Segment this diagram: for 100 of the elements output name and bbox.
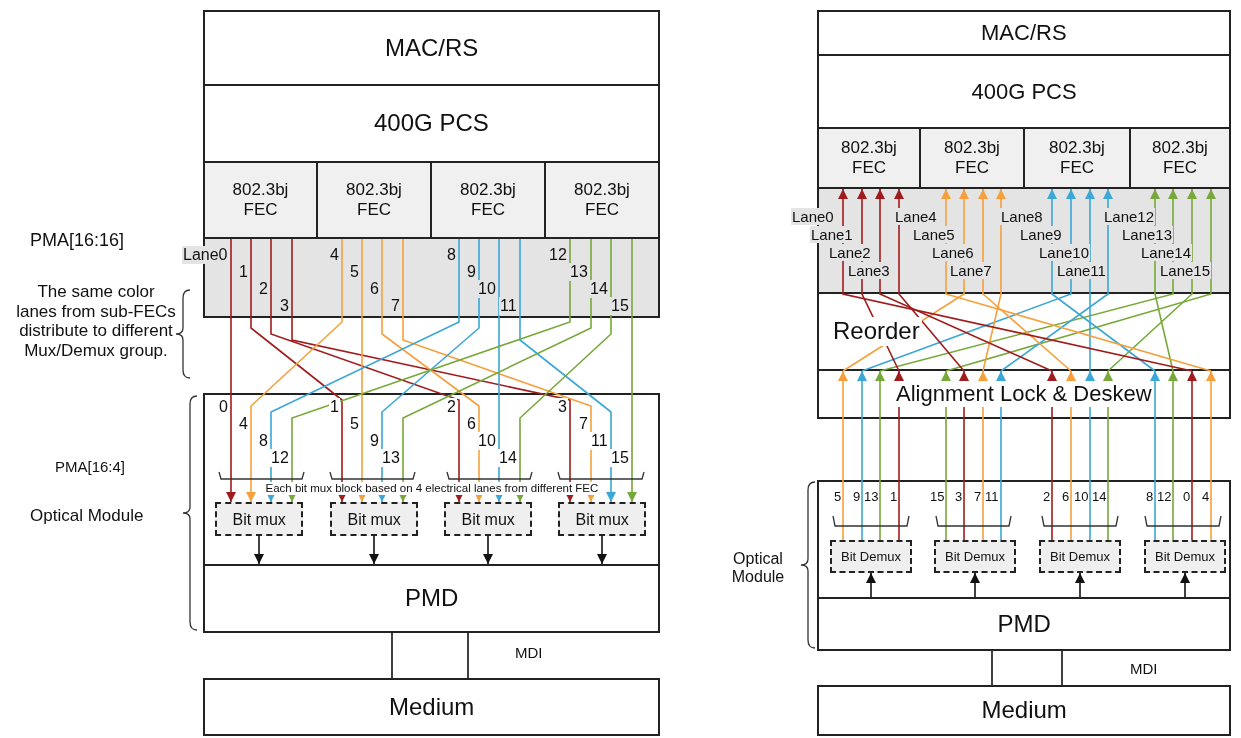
layer-label: PMA[16:16] [30,230,125,251]
lane-label: Lane10 [1038,244,1091,262]
mux-block [444,502,532,536]
lane-line [357,238,367,503]
lane-line [1206,370,1216,541]
connector-line [1061,650,1063,686]
lane-number: 12 [270,449,290,468]
lane-label: Lane15 [1159,262,1212,280]
layer-box [203,84,660,163]
fec-block [817,127,921,189]
lane-line [1000,188,1113,372]
layer-label: Reorder [831,317,922,346]
lane-line [978,188,1072,372]
lane-line [879,188,1178,372]
arrow [866,572,876,598]
mux-block [330,502,418,536]
lane-line [875,370,885,541]
lane-line [959,370,969,541]
lane-label: Lane1 [810,226,854,244]
demux-block [934,540,1016,573]
arrow [483,535,493,565]
lane-line [861,188,1076,372]
layer-label: Alignment Lock & Deskew [894,381,1154,408]
mux-block [558,502,646,536]
lane-label: Lane0 [791,208,835,226]
fec-block [430,161,546,239]
layer-box [203,10,660,86]
lane-label: Lane8 [1000,208,1044,226]
annotation-text: Each bit mux block based on 4 electrical lanes from different FEC [264,482,600,496]
lane-line [838,188,1193,372]
connector-line [391,632,393,679]
lane-line [894,370,904,541]
lane-label: Lane0 [182,246,229,265]
layer-box [817,54,1231,129]
layer-box [203,678,660,736]
lane-line [982,188,1006,372]
fec-block [919,127,1025,189]
fec-block [1023,127,1131,189]
demux-block [830,540,912,573]
lane-line [996,370,1006,541]
fec-block [203,161,318,239]
arrow [254,535,264,565]
lane-line [838,370,848,541]
lane-line [1085,188,1095,372]
fec-block [1129,127,1231,189]
lane-number: 14 [498,449,518,468]
lane-line [1047,370,1057,541]
lane-number: 11 [590,432,609,451]
lane-label: Lane11 [1056,262,1107,280]
lane-label: Lane9 [1019,226,1063,244]
annotation-text: The same color lanes from sub-FECs distribute to different Mux/Demux group. [16,282,176,361]
lane-line [627,238,637,503]
module-label: Optical Module [730,550,786,587]
fec-block [544,161,660,239]
lane-line [1085,370,1095,541]
interface-label: MDI [1130,660,1158,678]
arrow [970,572,980,598]
layer-label: PMA[16:4] [55,458,126,476]
lane-line [1107,188,1197,372]
fec-block [316,161,432,239]
lane-label: Lane12 [1103,208,1156,226]
lane-line [894,188,965,372]
lane-label: 10 [477,280,497,299]
lane-label: 13 [569,263,589,282]
lane-number: 15 [610,449,630,468]
lane-line [941,370,951,541]
arrow [369,535,379,565]
lane-label: Lane13 [1121,226,1174,244]
lane-line [875,188,1053,372]
lane-label: Lane7 [949,262,993,280]
connector-line [991,650,993,686]
lane-label: Lane14 [1140,244,1193,262]
arrow [1180,572,1190,598]
arrow [597,535,607,565]
connector-line [467,632,469,679]
module-label: Optical Module [30,506,144,526]
layer-box [817,10,1231,56]
lane-label: Lane2 [828,244,872,262]
lane-line [1187,370,1197,541]
lane-line [1066,370,1076,541]
lane-label: Lane6 [931,244,975,262]
lane-label: 14 [589,280,609,299]
layer-box [203,564,660,633]
lane-label: Lane5 [912,226,956,244]
arrow [1075,572,1085,598]
lane-number: 13 [381,449,401,468]
lane-label: Lane4 [894,208,938,226]
lane-label: Lane3 [847,262,891,280]
mux-block [215,502,303,536]
demux-block [1039,540,1121,573]
lane-label: 11 [499,297,518,316]
lane-line [978,370,988,541]
lane-label: 15 [610,297,630,316]
lane-line [226,238,236,503]
lane-line [1103,370,1113,541]
layer-box [817,597,1231,651]
layer-box [817,685,1231,736]
demux-block [1144,540,1226,573]
lane-line [857,370,867,541]
lane-line [1047,188,1156,372]
